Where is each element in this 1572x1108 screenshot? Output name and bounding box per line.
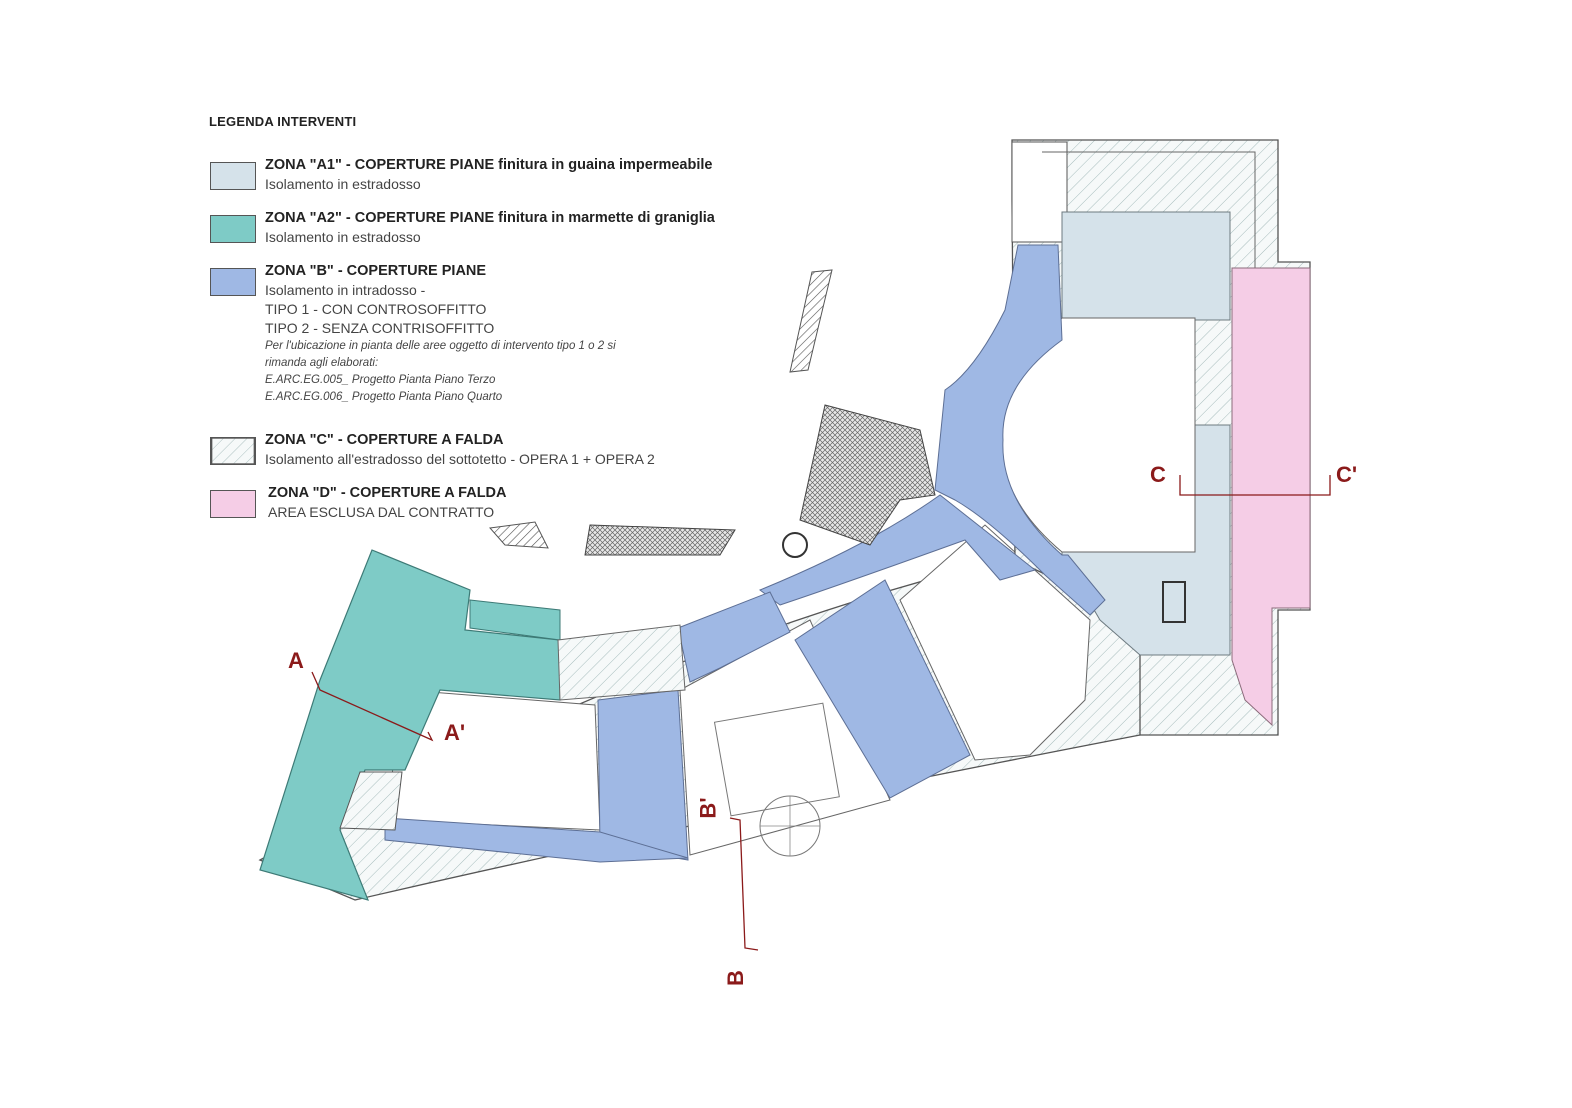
detached-gravel-block-2 <box>584 524 736 556</box>
legend-line: TIPO 2 - SENZA CONTRISOFFITTO <box>265 320 495 336</box>
section-a-line <box>311 671 434 742</box>
elevator-shaft <box>1162 581 1186 623</box>
legend-title: LEGENDA INTERVENTI <box>209 114 357 129</box>
section-label-a: A <box>288 648 304 673</box>
legend-note: Per l'ubicazione in pianta delle aree og… <box>265 340 616 352</box>
section-lines <box>311 475 1331 951</box>
section-label-a-prime: A' <box>444 720 466 745</box>
zone-b-bottom-strip <box>384 817 689 863</box>
zone-a2-left-wing <box>259 549 561 901</box>
detached-gravel-block-1 <box>799 404 936 546</box>
legend-line: Isolamento all'estradosso del sottotetto… <box>265 451 655 467</box>
legend-note: E.ARC.EG.005_ Progetto Pianta Piano Terz… <box>265 374 496 386</box>
swatch-zone-a2 <box>210 215 256 243</box>
legend-heading: ZONA "A1" - COPERTURE PIANE finitura in … <box>265 157 713 173</box>
legend-note: E.ARC.EG.006_ Progetto Pianta Piano Quar… <box>265 391 503 403</box>
detached-hatched-wedge <box>489 521 549 549</box>
legend-heading: ZONA "B" - COPERTURE PIANE <box>265 263 487 279</box>
tower-corner-block <box>1011 141 1068 243</box>
legend-heading: ZONA "C" - COPERTURE A FALDA <box>265 432 504 448</box>
courtyard-right <box>899 524 1091 761</box>
legend-line: Isolamento in estradosso <box>265 176 421 192</box>
legend-heading: ZONA "A2" - COPERTURE PIANE finitura in … <box>265 210 715 226</box>
swatch-zone-d <box>210 490 256 518</box>
zone-b-center-right <box>794 579 971 799</box>
section-label-b-prime: B' <box>695 797 721 819</box>
legend-line: TIPO 1 - CON CONTROSOFFITTO <box>265 301 487 317</box>
swatch-zone-a1 <box>210 162 256 190</box>
swatch-zone-b <box>210 268 256 296</box>
courtyard-inner-box <box>713 702 840 817</box>
section-label-c: C <box>1150 462 1166 487</box>
zone-c-left-notch <box>339 771 403 831</box>
section-label-c-prime: C' <box>1336 462 1358 487</box>
section-b-line <box>729 817 759 951</box>
zone-b-tower-strip <box>934 244 1106 616</box>
zone-b-left-vertical <box>597 689 689 861</box>
legend-line: AREA ESCLUSA DAL CONTRATTO <box>268 504 495 520</box>
legend-line: Isolamento in intradosso - <box>265 282 426 298</box>
zone-b-center-left <box>677 591 791 683</box>
legend-note: rimanda agli elaborati: <box>265 357 379 369</box>
zone-c-left-connector <box>557 624 686 701</box>
legend-heading: ZONA "D" - COPERTURE A FALDA <box>268 485 507 501</box>
legend-line: Isolamento in estradosso <box>265 229 421 245</box>
zone-d <box>1231 267 1311 727</box>
detached-hatched-strip <box>789 269 833 373</box>
section-label-b: B <box>722 970 748 986</box>
section-c-line <box>1179 475 1331 496</box>
swatch-zone-c <box>210 437 256 465</box>
zone-b-arc-band <box>758 494 1037 606</box>
well-circle <box>782 532 808 558</box>
